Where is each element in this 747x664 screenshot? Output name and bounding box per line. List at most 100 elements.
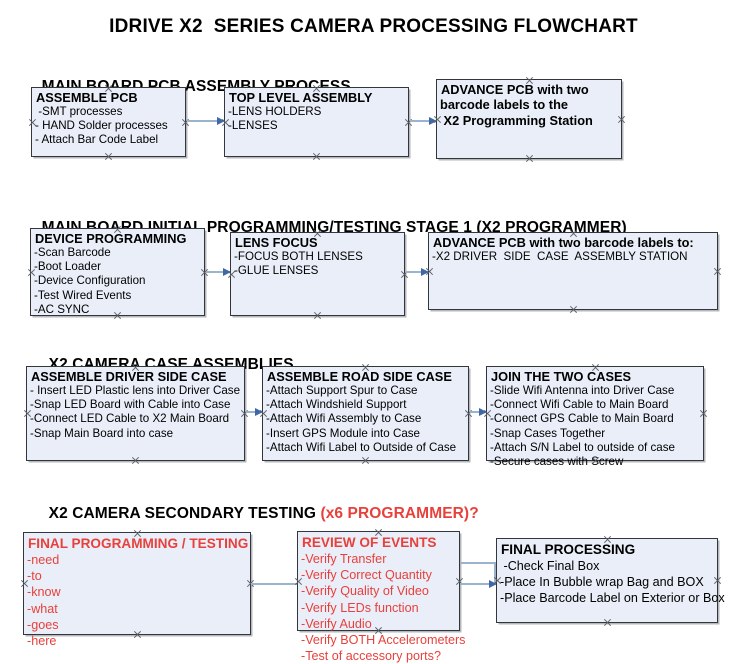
node-body: -need -to -know -what -goes -here bbox=[27, 552, 250, 649]
node-line: -here bbox=[27, 634, 57, 649]
node-title: ADVANCE PCB with two bbox=[441, 82, 589, 97]
arrowhead-icon bbox=[489, 579, 497, 588]
node-line: barcode labels to the bbox=[440, 97, 569, 112]
node-line: -Connect LED Cable to X2 Main Board bbox=[30, 412, 230, 426]
node-line: -Connect Wifi Cable to Main Board bbox=[490, 398, 669, 412]
node-line: -Snap LED Board with Cable into Case bbox=[30, 398, 231, 412]
node-title: TOP LEVEL ASSEMBLY bbox=[229, 90, 373, 105]
node-assemble-road-side-case[interactable]: ASSEMBLE ROAD SIDE CASE -Attach Support … bbox=[262, 366, 469, 461]
node-line: - Attach Bar Code Label bbox=[35, 133, 159, 147]
section-heading-accent: (x6 PROGRAMMER)? bbox=[320, 505, 479, 522]
node-device-programming[interactable]: DEVICE PROGRAMMING -Scan Barcode -Boot L… bbox=[30, 228, 205, 316]
node-body: -LENS HOLDERS -LENSES bbox=[228, 105, 408, 133]
node-title: ASSEMBLE PCB bbox=[36, 90, 138, 105]
node-assemble-pcb[interactable]: ASSEMBLE PCB -SMT processes - HAND Solde… bbox=[31, 87, 186, 157]
node-line: X2 Programming Station bbox=[440, 113, 593, 128]
node-line: -Connect GPS Cable to Main Board bbox=[490, 412, 674, 426]
connector-top-level-assembly-to-advance-pcb bbox=[410, 116, 437, 125]
node-title: ASSEMBLE ROAD SIDE CASE bbox=[267, 369, 452, 384]
node-line: -Secure cases with Screw bbox=[490, 455, 624, 469]
node-title: ADVANCE PCB with two barcode labels to: bbox=[433, 235, 694, 250]
connector-device-programming-to-lens-focus bbox=[206, 267, 231, 276]
node-line: -Snap Cases Together bbox=[490, 426, 606, 440]
connector-handle-bottom[interactable] bbox=[131, 456, 140, 465]
arrowhead-icon bbox=[255, 407, 263, 416]
node-line: -Attach Wifi Assembly to Case bbox=[266, 412, 422, 426]
connector-lens-focus-to-advance-pcb-driver-side bbox=[406, 267, 429, 276]
arrowhead-icon bbox=[429, 116, 437, 125]
node-title: REVIEW OF EVENTS bbox=[302, 535, 437, 550]
node-line: -Device Configuration bbox=[34, 274, 146, 288]
connector-road-side-to-join-cases bbox=[470, 407, 487, 416]
node-title: ASSEMBLE DRIVER SIDE CASE bbox=[31, 369, 227, 384]
connector-handle-bottom[interactable] bbox=[312, 152, 321, 161]
node-line: -GLUE LENSES bbox=[234, 264, 319, 278]
connector-review-of-events-to-final-processing-vertical bbox=[494, 562, 496, 584]
node-line: -know bbox=[27, 585, 61, 600]
node-final-processing[interactable]: FINAL PROCESSING -Check Final Box -Place… bbox=[496, 538, 725, 623]
arrowhead-icon bbox=[421, 267, 429, 276]
connector-driver-side-to-road-side bbox=[246, 407, 263, 416]
node-body: -Verify Transfer -Verify Correct Quantit… bbox=[301, 551, 466, 664]
connector-handle-bottom[interactable] bbox=[104, 152, 113, 161]
node-body: -FOCUS BOTH LENSES -GLUE LENSES bbox=[234, 250, 404, 278]
node-line: -need bbox=[27, 553, 60, 567]
node-advance-pcb-to-driver-side-station[interactable]: ADVANCE PCB with two barcode labels to: … bbox=[428, 232, 718, 310]
connector-handle-bottom[interactable] bbox=[525, 154, 534, 163]
node-review-of-events[interactable]: REVIEW OF EVENTS -Verify Transfer -Verif… bbox=[297, 531, 465, 663]
node-line: - HAND Solder processes bbox=[35, 119, 168, 133]
connector-handle-bottom[interactable] bbox=[313, 311, 322, 320]
node-line: -Attach Support Spur to Case bbox=[266, 384, 418, 397]
connector-handle-bottom[interactable] bbox=[361, 456, 370, 465]
connector-assemble-pcb-to-top-level-assembly bbox=[187, 116, 225, 125]
node-line: -AC SYNC bbox=[34, 302, 90, 316]
node-title: FINAL PROCESSING bbox=[501, 542, 636, 557]
node-title: FINAL PROGRAMMING / TESTING bbox=[28, 536, 249, 551]
node-body: barcode labels to the X2 Programming Sta… bbox=[440, 97, 621, 129]
section-heading-x2-camera-secondary-testing: X2 CAMERA SECONDARY TESTING (x6 PROGRAMM… bbox=[31, 487, 479, 541]
node-body: -Attach Support Spur to Case -Attach Win… bbox=[266, 384, 468, 455]
node-title: JOIN THE TWO CASES bbox=[491, 369, 632, 384]
node-lens-focus[interactable]: LENS FOCUS -FOCUS BOTH LENSES -GLUE LENS… bbox=[230, 232, 405, 316]
connector-handle-bottom[interactable] bbox=[603, 618, 612, 627]
node-line: -Test Wired Events bbox=[34, 288, 132, 302]
node-line: -LENSES bbox=[228, 119, 278, 133]
connector-final-programming-to-review-of-events bbox=[251, 583, 297, 585]
node-line: -Attach Windshield Support bbox=[266, 398, 407, 412]
node-line: -SMT processes bbox=[35, 105, 123, 118]
node-line: -to bbox=[27, 569, 42, 584]
node-body: -Check Final Box -Place In Bubble wrap B… bbox=[500, 558, 725, 607]
node-line: -X2 DRIVER SIDE CASE ASSEMBLY STATION bbox=[432, 250, 688, 263]
node-line: -Verify LEDs function bbox=[301, 600, 419, 615]
node-line: -Check Final Box bbox=[500, 559, 600, 573]
node-line-overflow: -Test of accessory ports? bbox=[301, 649, 441, 664]
node-advance-pcb-to-programming-station[interactable]: ADVANCE PCB with two barcode labels to t… bbox=[436, 79, 622, 159]
node-body: -Scan Barcode -Boot Loader -Device Confi… bbox=[34, 246, 204, 317]
node-line: -FOCUS BOTH LENSES bbox=[234, 250, 363, 263]
node-line: -Snap Main Board into case bbox=[30, 426, 174, 440]
node-line: -Attach Wifi Label to Outside of Case bbox=[266, 440, 457, 454]
arrowhead-icon bbox=[223, 267, 231, 276]
node-line: -Verify Correct Quantity bbox=[301, 568, 432, 583]
section-heading-text: X2 CAMERA SECONDARY TESTING bbox=[48, 505, 321, 522]
node-line: -Place Barcode Label on Exterior or Box bbox=[500, 591, 725, 606]
node-body: -X2 DRIVER SIDE CASE ASSEMBLY STATION bbox=[432, 250, 717, 264]
node-join-the-two-cases[interactable]: JOIN THE TWO CASES -Slide Wifi Antenna i… bbox=[486, 366, 704, 468]
connector-review-of-events-to-final-processing-horizontal bbox=[460, 579, 497, 588]
node-body: -SMT processes - HAND Solder processes -… bbox=[35, 105, 185, 148]
node-title: LENS FOCUS bbox=[235, 235, 318, 250]
connector-handle-right[interactable] bbox=[713, 267, 722, 276]
node-line: -Scan Barcode bbox=[34, 246, 111, 259]
node-line: -Verify Quality of Video bbox=[301, 584, 429, 599]
node-body: -Slide Wifi Antenna into Driver Case -Co… bbox=[490, 384, 703, 469]
node-line: -Verify Transfer bbox=[301, 552, 387, 566]
connector-handle-bottom[interactable] bbox=[569, 305, 578, 314]
connector-review-of-events-to-final-processing-horizontal-top bbox=[461, 562, 496, 564]
node-line: -Attach S/N Label to outside of case bbox=[490, 440, 675, 454]
node-line: -Verify BOTH Accelerometers bbox=[301, 633, 466, 648]
node-top-level-assembly[interactable]: TOP LEVEL ASSEMBLY -LENS HOLDERS -LENSES bbox=[224, 87, 409, 157]
node-line: -Boot Loader bbox=[34, 260, 102, 274]
node-assemble-driver-side-case[interactable]: ASSEMBLE DRIVER SIDE CASE - Insert LED P… bbox=[26, 366, 245, 461]
node-final-programming-testing[interactable]: FINAL PROGRAMMING / TESTING -need -to -k… bbox=[23, 532, 251, 648]
